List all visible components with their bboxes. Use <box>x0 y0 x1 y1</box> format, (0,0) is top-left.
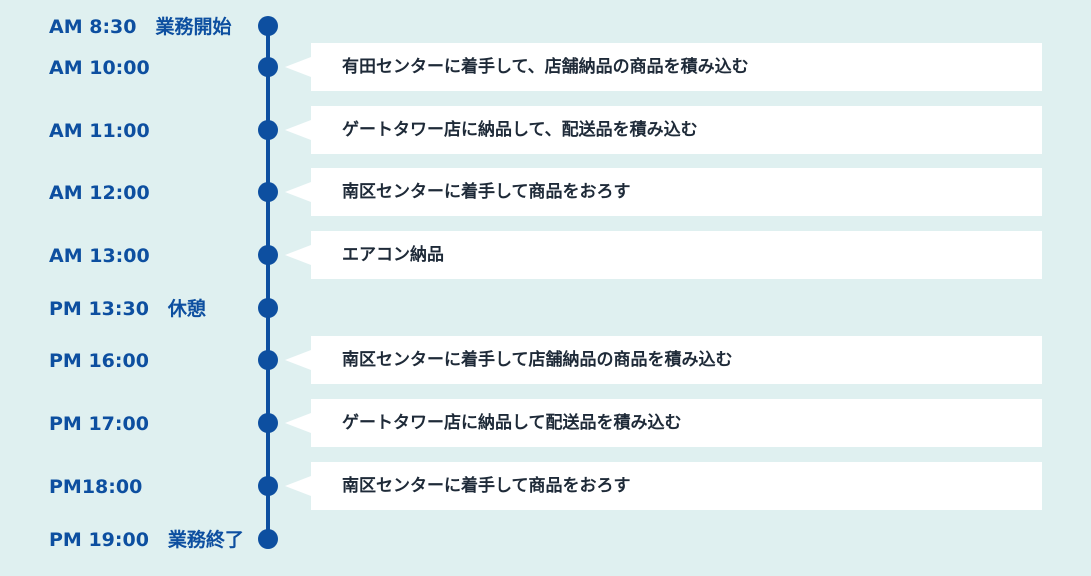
timeline-time: AM 12:00 <box>49 182 150 204</box>
timeline-dot <box>258 413 278 433</box>
timeline-row: PM 17:00 ゲートタワー店に納品して配送品を積み込む <box>0 399 1091 449</box>
task-text: 南区センターに着手して商品をおろす <box>342 476 631 496</box>
timeline-row: PM18:00 南区センターに着手して商品をおろす <box>0 462 1091 512</box>
task-text: ゲートタワー店に納品して、配送品を積み込む <box>342 120 698 140</box>
timeline-dot <box>258 120 278 140</box>
timeline-row: AM 10:00 有田センターに着手して、店舗納品の商品を積み込む <box>0 43 1091 93</box>
timeline-time: PM 19:00 業務終了 <box>49 529 244 551</box>
timeline-time: AM 11:00 <box>49 120 150 142</box>
timeline-dot <box>258 476 278 496</box>
timeline-time: AM 8:30 業務開始 <box>49 16 232 38</box>
task-card: 有田センターに着手して、店舗納品の商品を積み込む <box>285 43 1042 91</box>
timeline-time: AM 10:00 <box>49 57 150 79</box>
timeline-row: PM 19:00 業務終了 <box>0 515 1091 565</box>
timeline-line <box>266 26 270 540</box>
task-card: 南区センターに着手して店舗納品の商品を積み込む <box>285 336 1042 384</box>
task-card: 南区センターに着手して商品をおろす <box>285 462 1042 510</box>
task-text: 有田センターに着手して、店舗納品の商品を積み込む <box>342 57 749 77</box>
task-text: 南区センターに着手して店舗納品の商品を積み込む <box>342 350 733 370</box>
timeline-dot <box>258 16 278 36</box>
timeline-row: AM 12:00 南区センターに着手して商品をおろす <box>0 168 1091 218</box>
timeline-time: PM18:00 <box>49 476 143 498</box>
task-card: エアコン納品 <box>285 231 1042 279</box>
task-card: ゲートタワー店に納品して配送品を積み込む <box>285 399 1042 447</box>
timeline-dot <box>258 57 278 77</box>
task-text: エアコン納品 <box>342 245 444 265</box>
task-card: 南区センターに着手して商品をおろす <box>285 168 1042 216</box>
task-card: ゲートタワー店に納品して、配送品を積み込む <box>285 106 1042 154</box>
timeline-row: PM 16:00 南区センターに着手して店舗納品の商品を積み込む <box>0 336 1091 386</box>
timeline-time: PM 16:00 <box>49 350 149 372</box>
timeline-time: PM 13:30 休憩 <box>49 298 206 320</box>
task-text: ゲートタワー店に納品して配送品を積み込む <box>342 413 682 433</box>
timeline-row: AM 8:30 業務開始 <box>0 2 1091 52</box>
timeline-dot <box>258 350 278 370</box>
timeline-time: PM 17:00 <box>49 413 149 435</box>
timeline-row: AM 13:00 エアコン納品 <box>0 231 1091 281</box>
timeline-dot <box>258 298 278 318</box>
timeline-dot <box>258 182 278 202</box>
timeline-row: PM 13:30 休憩 <box>0 284 1091 334</box>
timeline-dot <box>258 529 278 549</box>
timeline-row: AM 11:00 ゲートタワー店に納品して、配送品を積み込む <box>0 106 1091 156</box>
timeline-time: AM 13:00 <box>49 245 150 267</box>
timeline-dot <box>258 245 278 265</box>
task-text: 南区センターに着手して商品をおろす <box>342 182 631 202</box>
